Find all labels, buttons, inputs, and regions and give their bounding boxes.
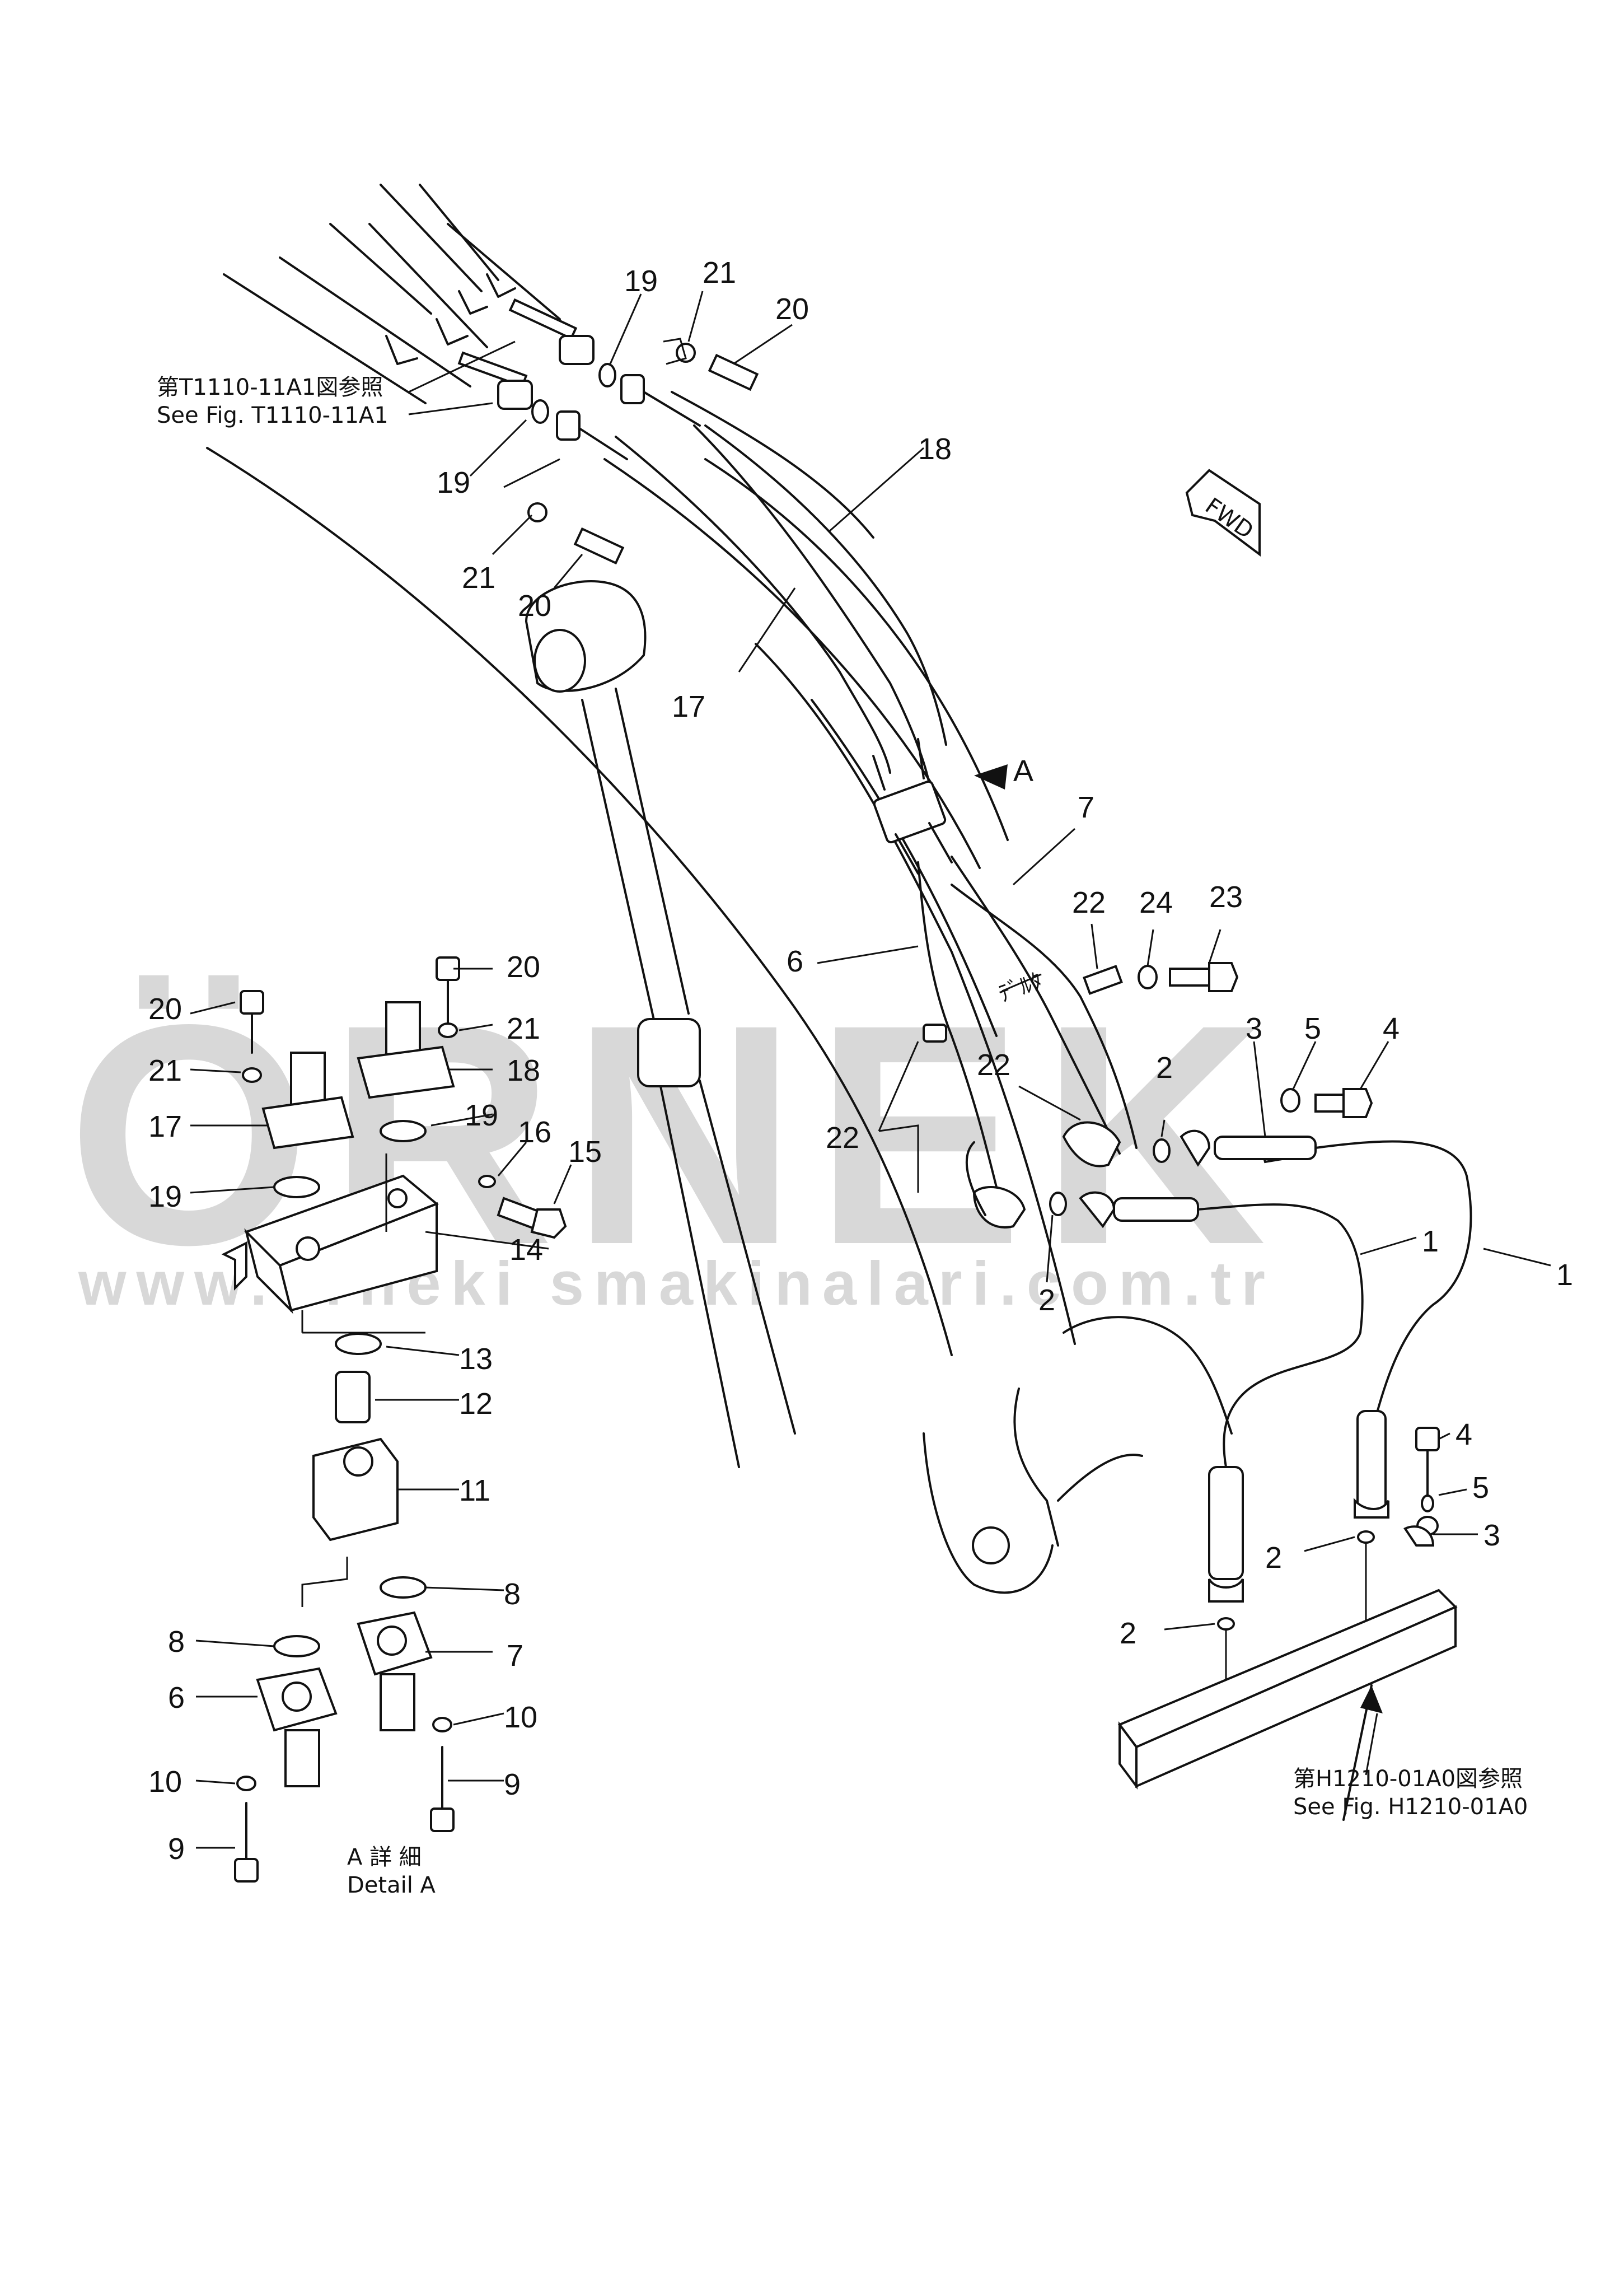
part-label: 23 xyxy=(1209,880,1243,914)
leader-lines xyxy=(190,291,1551,1849)
part-label: 3 xyxy=(1246,1012,1262,1045)
part-label: 2 xyxy=(1265,1541,1282,1575)
part-label: 20 xyxy=(507,950,540,984)
boom-cylinder xyxy=(525,580,796,1468)
part-label: 1 xyxy=(1556,1258,1573,1292)
part-label: 7 xyxy=(1078,791,1094,824)
part-label: 5 xyxy=(1472,1471,1489,1505)
part-label: 9 xyxy=(168,1832,185,1866)
part-label: 17 xyxy=(672,690,705,723)
part-label: 11 xyxy=(459,1474,490,1507)
part-label: 18 xyxy=(918,432,952,466)
view-marker: A xyxy=(1013,754,1033,788)
part-label: 10 xyxy=(148,1765,182,1799)
part-label: 15 xyxy=(568,1135,602,1169)
arrow-A-icon xyxy=(974,764,1008,790)
part-label: 19 xyxy=(437,466,470,499)
part-label: 20 xyxy=(775,292,809,326)
part-label: 4 xyxy=(1383,1012,1400,1045)
ref-bottom-en: See Fig. H1210-01A0 xyxy=(1293,1794,1528,1820)
hoses-upper xyxy=(615,391,947,785)
part-label: 2 xyxy=(1120,1617,1136,1650)
part-label: 9 xyxy=(504,1768,521,1801)
part-label: 24 xyxy=(1139,886,1173,919)
top-fittings xyxy=(457,298,759,565)
detail-jp: A 詳 細 xyxy=(347,1844,422,1870)
part-label: 13 xyxy=(459,1342,493,1376)
part-label: 22 xyxy=(977,1048,1010,1082)
part-label: 19 xyxy=(624,264,658,298)
part-label: 20 xyxy=(148,992,182,1026)
part-label: 22 xyxy=(826,1121,859,1155)
part-label: 8 xyxy=(504,1577,521,1611)
part-label: 21 xyxy=(703,256,736,289)
part-label: 10 xyxy=(504,1701,537,1734)
part-label: 21 xyxy=(462,561,495,595)
part-label: 6 xyxy=(168,1681,185,1715)
fwd-marker: FWD xyxy=(1185,469,1261,557)
part-label: 6 xyxy=(787,945,803,978)
part-label: 8 xyxy=(168,1625,185,1659)
part-label: 19 xyxy=(148,1180,182,1213)
part-label: 4 xyxy=(1455,1418,1472,1451)
part-label: 14 xyxy=(509,1233,543,1267)
arm-structure xyxy=(923,1316,1233,1594)
part-label: 20 xyxy=(518,589,551,623)
part-labels: 19 21 20 18 19 21 20 17 7 6 22 24 23 3 5… xyxy=(148,256,1573,1866)
valve-block-A: A xyxy=(872,738,1033,875)
part-label: 2 xyxy=(1038,1283,1055,1317)
part-label: 22 xyxy=(1072,886,1106,919)
detail-A-assembly xyxy=(221,956,567,1883)
beam-arrow-icon xyxy=(1360,1685,1383,1713)
part-label: 12 xyxy=(459,1387,493,1421)
reference-notes: 第T1110-11A1図参照 See Fig. T1110-11A1 第H121… xyxy=(157,375,1528,1898)
part-label: 17 xyxy=(148,1110,182,1143)
fittings-23-24 xyxy=(1138,962,1239,992)
bottom-right-assembly xyxy=(1117,1427,1458,1821)
detail-en: Detail A xyxy=(347,1872,436,1898)
part-label: 16 xyxy=(518,1115,551,1149)
part-label: 21 xyxy=(148,1054,182,1087)
part-label: 19 xyxy=(465,1099,498,1132)
hoses-lower xyxy=(965,1121,1472,1603)
ref-top-en: See Fig. T1110-11A1 xyxy=(157,403,389,428)
part-label: 7 xyxy=(507,1639,523,1673)
part-label: 3 xyxy=(1483,1519,1500,1552)
ref-top-jp: 第T1110-11A1図参照 xyxy=(157,375,383,400)
part-label: 18 xyxy=(507,1054,540,1087)
part-label: 21 xyxy=(507,1012,540,1045)
ref-bottom-jp: 第H1210-01A0図参照 xyxy=(1293,1766,1523,1792)
part-label: 1 xyxy=(1422,1225,1439,1258)
part-label: 2 xyxy=(1156,1051,1173,1085)
part-label: 5 xyxy=(1304,1012,1321,1045)
